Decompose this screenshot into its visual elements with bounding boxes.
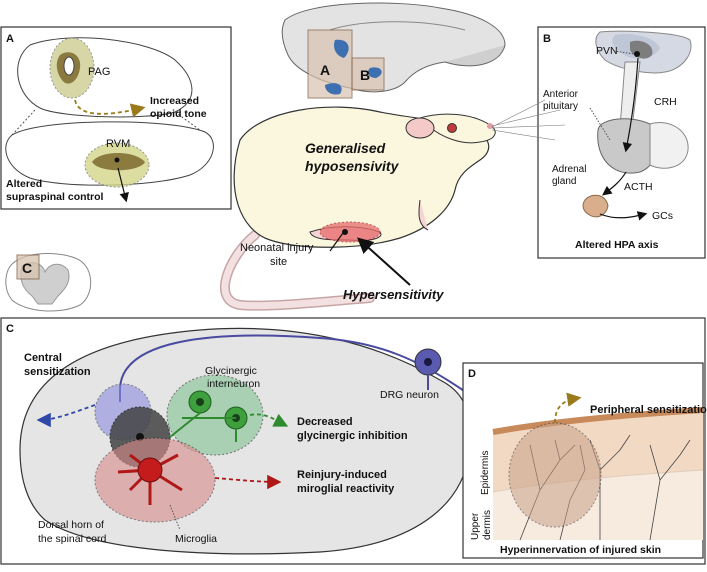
panel-a-letter: A (6, 33, 14, 45)
pag-label: PAG (88, 66, 110, 78)
panel-b: B PVN Anterior pituitary CRH Adrenal gla… (537, 26, 706, 259)
injury-line1: Neonatal injury (240, 242, 314, 254)
brain-label-b: B (360, 67, 370, 83)
glycinergic-line1: Glycinergic (205, 365, 257, 377)
hyperinnervation-zone (508, 422, 602, 528)
gcs-label: GCs (652, 210, 673, 222)
altered-control-line2: supraspinal control (6, 191, 104, 203)
adrenal-label: Adrenal (552, 164, 586, 175)
hypersensitivity-label: Hypersensitivity (343, 287, 444, 302)
central-sensitization-line1: Central (24, 352, 62, 364)
brain-label-a: A (320, 62, 330, 78)
anterior-label: Anterior (543, 89, 579, 100)
panel-a: A PAG RVM Increased opioid tone Altered … (0, 26, 232, 210)
decreased-line1: Decreased (297, 416, 353, 428)
skin-caption: Hyperinnervation of injured skin (500, 544, 661, 556)
hyposensivity-line1: Generalised (305, 140, 386, 156)
hyposensivity-line2: hyposensivity (305, 158, 400, 174)
increased-opioid-line1: Increased (150, 95, 199, 107)
reinjury-line2: miroglial reactivity (297, 483, 395, 495)
glycinergic-line2: interneuron (207, 378, 260, 390)
hpa-caption: Altered HPA axis (575, 239, 659, 251)
microglia-cell (137, 457, 163, 483)
altered-control-line1: Altered (6, 178, 42, 190)
dorsal-horn-line2: the spinal cord (38, 533, 106, 545)
dermis-label: dermis (482, 510, 493, 540)
injury-site (319, 221, 381, 243)
spinal-cord-inset: C (5, 253, 92, 312)
central-sensitization-line2: sensitization (24, 366, 91, 378)
dorsal-horn-line1: Dorsal horn of (38, 519, 104, 531)
epidermis-label: Epidermis (480, 451, 491, 495)
acth-label: ACTH (624, 181, 653, 193)
panel-c-letter: C (6, 323, 14, 335)
gland-label: gland (552, 176, 576, 187)
inset-c-label: C (22, 260, 32, 276)
increased-opioid-line2: opioid tone (150, 108, 207, 120)
reinjury-line1: Reinjury-induced (297, 469, 387, 481)
pvn-label: PVN (596, 45, 618, 57)
upper-label: Upper (470, 512, 481, 540)
microglia-label: Microglia (175, 533, 217, 545)
crh-label: CRH (654, 96, 677, 108)
pituitary-label: pituitary (543, 101, 578, 112)
panel-b-letter: B (543, 33, 551, 45)
sagittal-brain: A B (281, 2, 506, 99)
decreased-line2: glycinergic inhibition (297, 430, 408, 442)
peripheral-sensitization: Peripheral sensitization (590, 404, 707, 416)
rat-illustration: Generalised hyposensivity Neonatal injur… (219, 99, 566, 311)
panel-d: D Peripheral sensitization Epidermis Upp… (462, 362, 707, 559)
drg-label: DRG neuron (380, 389, 439, 401)
rvm-label: RVM (106, 138, 130, 150)
panel-d-letter: D (468, 368, 476, 380)
injury-line2: site (270, 256, 287, 268)
